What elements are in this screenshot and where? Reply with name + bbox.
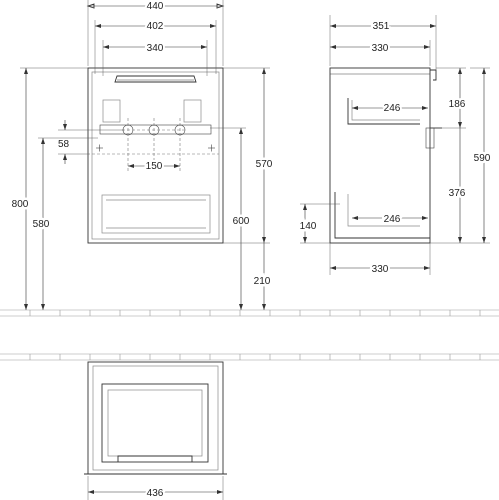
front-cabinet-outline	[87, 67, 224, 244]
front-view: 440 402 340 150 58 800 580	[9, 0, 275, 310]
dim-150: 150	[146, 161, 163, 172]
front-lower-drawer	[101, 194, 211, 234]
dim-186: 186	[449, 99, 466, 110]
dim-340: 340	[147, 43, 164, 54]
top-view: 436	[0, 353, 499, 500]
dim-140: 140	[300, 221, 317, 232]
dim-800: 800	[12, 199, 29, 210]
front-handle	[114, 75, 197, 83]
dim-210: 210	[254, 276, 271, 287]
dim-351: 351	[373, 21, 390, 32]
side-cabinet-outline	[329, 67, 431, 244]
dim-402: 402	[147, 21, 164, 32]
dim-376: 376	[449, 188, 466, 199]
side-view: 351 330 246 246 330 186 590	[297, 15, 493, 277]
dim-246-lower: 246	[384, 214, 401, 225]
floor-line	[0, 309, 499, 317]
dim-58: 58	[58, 139, 70, 150]
dim-246-upper: 246	[384, 103, 401, 114]
dim-600: 600	[233, 216, 250, 227]
dim-440: 440	[147, 1, 164, 12]
dim-330-top: 330	[372, 43, 389, 54]
dim-330-bottom: 330	[372, 264, 389, 275]
side-upper-shelf	[347, 98, 420, 125]
dim-590: 590	[474, 153, 491, 164]
side-lower-drawer	[334, 192, 430, 239]
dim-570: 570	[256, 159, 273, 170]
dim-580: 580	[33, 219, 50, 230]
tap-fittings	[99, 118, 212, 172]
dim-436: 436	[147, 488, 164, 499]
